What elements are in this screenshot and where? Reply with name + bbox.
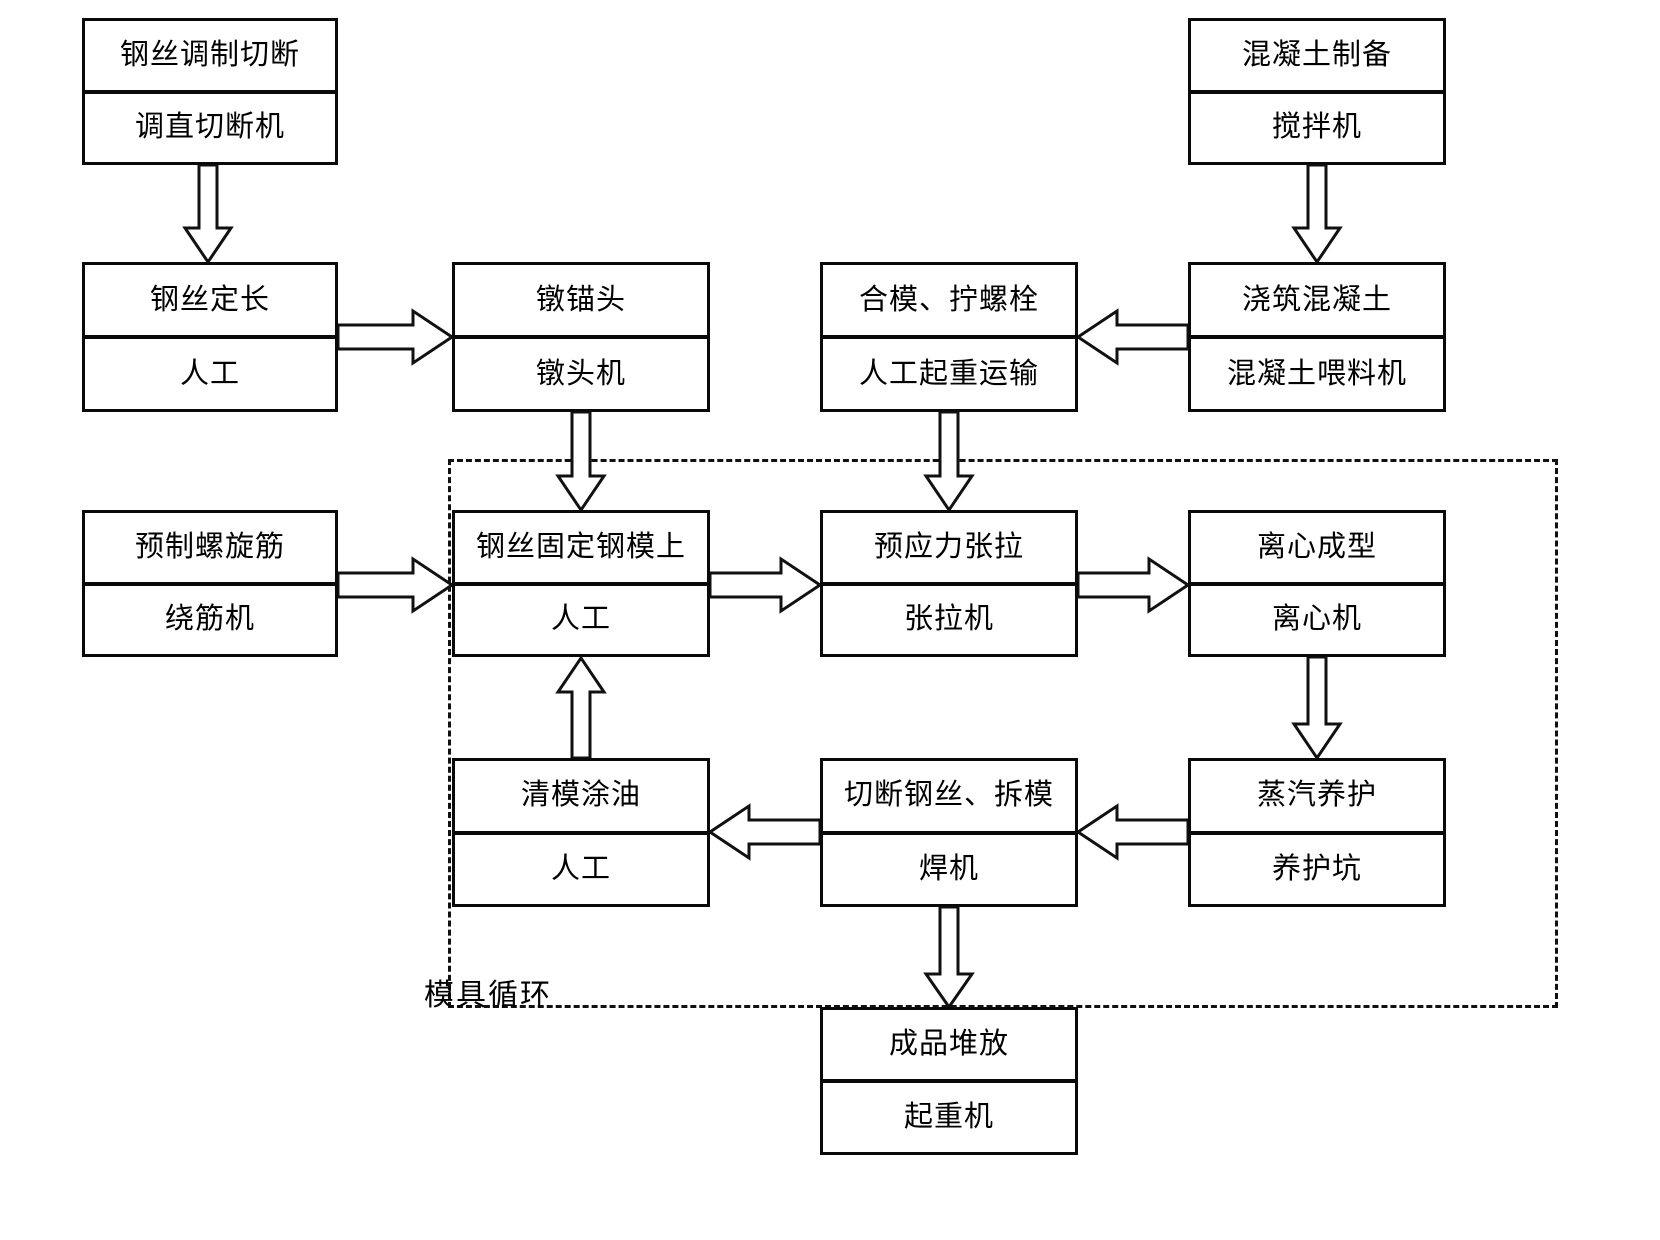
node-n11-resource: 人工 xyxy=(550,852,611,885)
node-n7-process: 预制螺旋筋 xyxy=(85,513,335,586)
arrow-n3-n4-icon xyxy=(336,308,455,366)
node-n4-resource: 镦头机 xyxy=(535,357,626,390)
node-n8[interactable]: 钢丝固定钢模上 人工 xyxy=(452,510,710,657)
node-n13-resource: 养护坑 xyxy=(1271,852,1362,885)
arrow-n1-n3-icon xyxy=(182,163,234,265)
node-n4[interactable]: 镦锚头 镦头机 xyxy=(452,262,710,412)
arrow-n8-n9-icon xyxy=(708,556,823,614)
arrow-n13-n12-icon xyxy=(1075,803,1190,861)
node-n4-process: 镦锚头 xyxy=(455,265,707,339)
node-n6-resource: 混凝土喂料机 xyxy=(1226,357,1407,390)
node-n10[interactable]: 离心成型 离心机 xyxy=(1188,510,1446,657)
mould-cycle-group-label: 模具循环 xyxy=(424,979,552,1012)
arrow-n10-n13-icon xyxy=(1291,655,1343,761)
node-n2-resource: 搅拌机 xyxy=(1271,111,1362,144)
arrow-n6-n5-icon xyxy=(1075,308,1190,366)
node-n5-resource: 人工起重运输 xyxy=(858,357,1039,390)
node-n13-process: 蒸汽养护 xyxy=(1191,761,1443,835)
node-n1-process: 钢丝调制切断 xyxy=(85,21,335,94)
arrow-n12-n11-icon xyxy=(707,803,822,861)
node-n6-process: 浇筑混凝土 xyxy=(1191,265,1443,339)
arrow-n7-n8-icon xyxy=(336,556,455,614)
node-n11[interactable]: 清模涂油 人工 xyxy=(452,758,710,907)
node-n8-resource: 人工 xyxy=(550,603,611,636)
node-n14-resource: 起重机 xyxy=(903,1101,994,1133)
node-n12-process: 切断钢丝、拆模 xyxy=(823,761,1075,835)
arrow-n5-n9-icon xyxy=(923,410,975,513)
arrow-n4-n8-icon xyxy=(555,410,607,513)
node-n3-resource: 人工 xyxy=(179,357,240,390)
node-n7-resource: 绕筋机 xyxy=(164,603,255,636)
arrow-n2-n6-icon xyxy=(1291,163,1343,265)
mould-cycle-group-boundary xyxy=(448,459,1558,1008)
node-n9[interactable]: 预应力张拉 张拉机 xyxy=(820,510,1078,657)
node-n12-resource: 焊机 xyxy=(918,852,979,885)
node-n13[interactable]: 蒸汽养护 养护坑 xyxy=(1188,758,1446,907)
node-n5[interactable]: 合模、拧螺栓 人工起重运输 xyxy=(820,262,1078,412)
node-n6[interactable]: 浇筑混凝土 混凝土喂料机 xyxy=(1188,262,1446,412)
arrow-n11-n8-icon xyxy=(555,655,607,760)
node-n1-resource: 调直切断机 xyxy=(134,111,285,144)
arrow-n12-n14-icon xyxy=(923,905,975,1010)
node-n5-process: 合模、拧螺栓 xyxy=(823,265,1075,339)
node-n2[interactable]: 混凝土制备 搅拌机 xyxy=(1188,18,1446,165)
node-n1[interactable]: 钢丝调制切断 调直切断机 xyxy=(82,18,338,165)
node-n8-process: 钢丝固定钢模上 xyxy=(455,513,707,586)
node-n7[interactable]: 预制螺旋筋 绕筋机 xyxy=(82,510,338,657)
node-n9-resource: 张拉机 xyxy=(903,603,994,636)
node-n10-resource: 离心机 xyxy=(1271,603,1362,636)
node-n14[interactable]: 成品堆放 起重机 xyxy=(820,1007,1078,1155)
node-n12[interactable]: 切断钢丝、拆模 焊机 xyxy=(820,758,1078,907)
arrow-n9-n10-icon xyxy=(1076,556,1191,614)
node-n11-process: 清模涂油 xyxy=(455,761,707,835)
node-n9-process: 预应力张拉 xyxy=(823,513,1075,586)
node-n2-process: 混凝土制备 xyxy=(1191,21,1443,94)
node-n3-process: 钢丝定长 xyxy=(85,265,335,339)
node-n14-process: 成品堆放 xyxy=(823,1010,1075,1083)
node-n10-process: 离心成型 xyxy=(1191,513,1443,586)
node-n3[interactable]: 钢丝定长 人工 xyxy=(82,262,338,412)
